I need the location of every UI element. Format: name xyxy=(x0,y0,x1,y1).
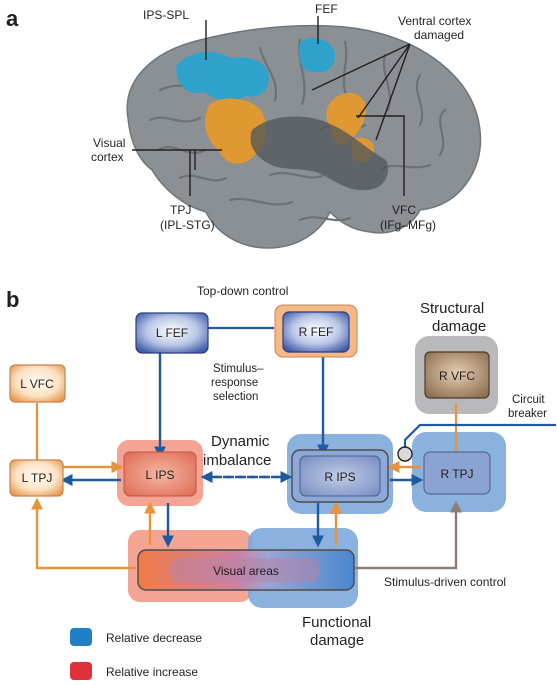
label-stimulus-1: Stimulus– xyxy=(213,363,264,375)
circuit-breaker-icon xyxy=(397,446,413,462)
label-tpj-1: TPJ xyxy=(170,203,191,217)
legend-label-increase: Relative increase xyxy=(106,665,198,679)
node-r-ips xyxy=(299,455,381,497)
label-stimulus-driven: Stimulus-driven control xyxy=(384,575,506,589)
arrow-visual-rtpj xyxy=(352,500,462,570)
label-ventral-1: Ventral cortex xyxy=(398,14,471,28)
legend-swatch-decrease xyxy=(70,628,92,646)
panel-b-label: b xyxy=(6,287,19,312)
node-visual-areas-label: Visual areas xyxy=(213,564,279,578)
fef-region xyxy=(298,37,336,73)
node-l-vfc xyxy=(9,364,66,403)
label-circuit-2: breaker xyxy=(508,408,547,420)
node-r-fef xyxy=(282,311,350,353)
label-vfc-1: VFC xyxy=(392,203,416,217)
node-l-ips-label: L IPS xyxy=(146,468,175,482)
node-r-ips-label: R IPS xyxy=(324,470,355,484)
node-visual-areas-inner xyxy=(170,558,320,582)
label-circuit-1: Circuit xyxy=(512,394,545,406)
label-tpj-2: (IPL-STG) xyxy=(160,218,215,232)
legend-label-decrease: Relative decrease xyxy=(106,631,202,645)
label-structural-1: Structural xyxy=(420,300,484,317)
label-ventral-2: damaged xyxy=(414,28,464,42)
label-visual-1: Visual xyxy=(93,136,125,150)
node-r-tpj xyxy=(423,451,491,495)
legend: Relative decrease Relative increase xyxy=(70,628,202,680)
label-dynamic-1: Dynamic xyxy=(211,433,270,450)
node-r-vfc-label: R VFC xyxy=(439,369,475,383)
arrow-visual-ltpj xyxy=(31,497,136,570)
label-fef: FEF xyxy=(315,2,338,16)
label-visual-2: cortex xyxy=(91,150,124,164)
node-l-tpj-label: L TPJ xyxy=(22,471,53,485)
node-l-fef xyxy=(135,312,209,354)
ips-spl-region xyxy=(176,51,269,101)
node-r-vfc xyxy=(424,351,490,399)
ventral-damage-region xyxy=(250,116,388,191)
label-top-down: Top-down control xyxy=(197,284,288,298)
brain-illustration xyxy=(126,24,482,249)
tpj-region xyxy=(204,98,267,164)
node-l-fef-label: L FEF xyxy=(156,326,188,340)
label-vfc-2: (IFg–MFg) xyxy=(380,218,436,232)
node-r-tpj-label: R TPJ xyxy=(440,467,473,481)
label-functional-2: damage xyxy=(310,632,364,649)
label-stimulus-3: selection xyxy=(213,391,258,403)
node-r-fef-label: R FEF xyxy=(299,325,334,339)
circuit-breaker-line xyxy=(403,423,556,452)
label-dynamic-2: imbalance xyxy=(203,452,271,469)
panel-a-label: a xyxy=(6,6,19,31)
label-stimulus-2: response xyxy=(211,377,258,389)
label-structural-2: damage xyxy=(432,318,486,335)
node-l-tpj xyxy=(9,459,64,497)
node-l-ips xyxy=(123,451,197,497)
node-l-vfc-label: L VFC xyxy=(20,377,54,391)
label-ips-spl: IPS-SPL xyxy=(143,8,189,22)
legend-swatch-increase xyxy=(70,662,92,680)
panel-a-leaders xyxy=(132,16,411,196)
label-functional-1: Functional xyxy=(302,614,371,631)
